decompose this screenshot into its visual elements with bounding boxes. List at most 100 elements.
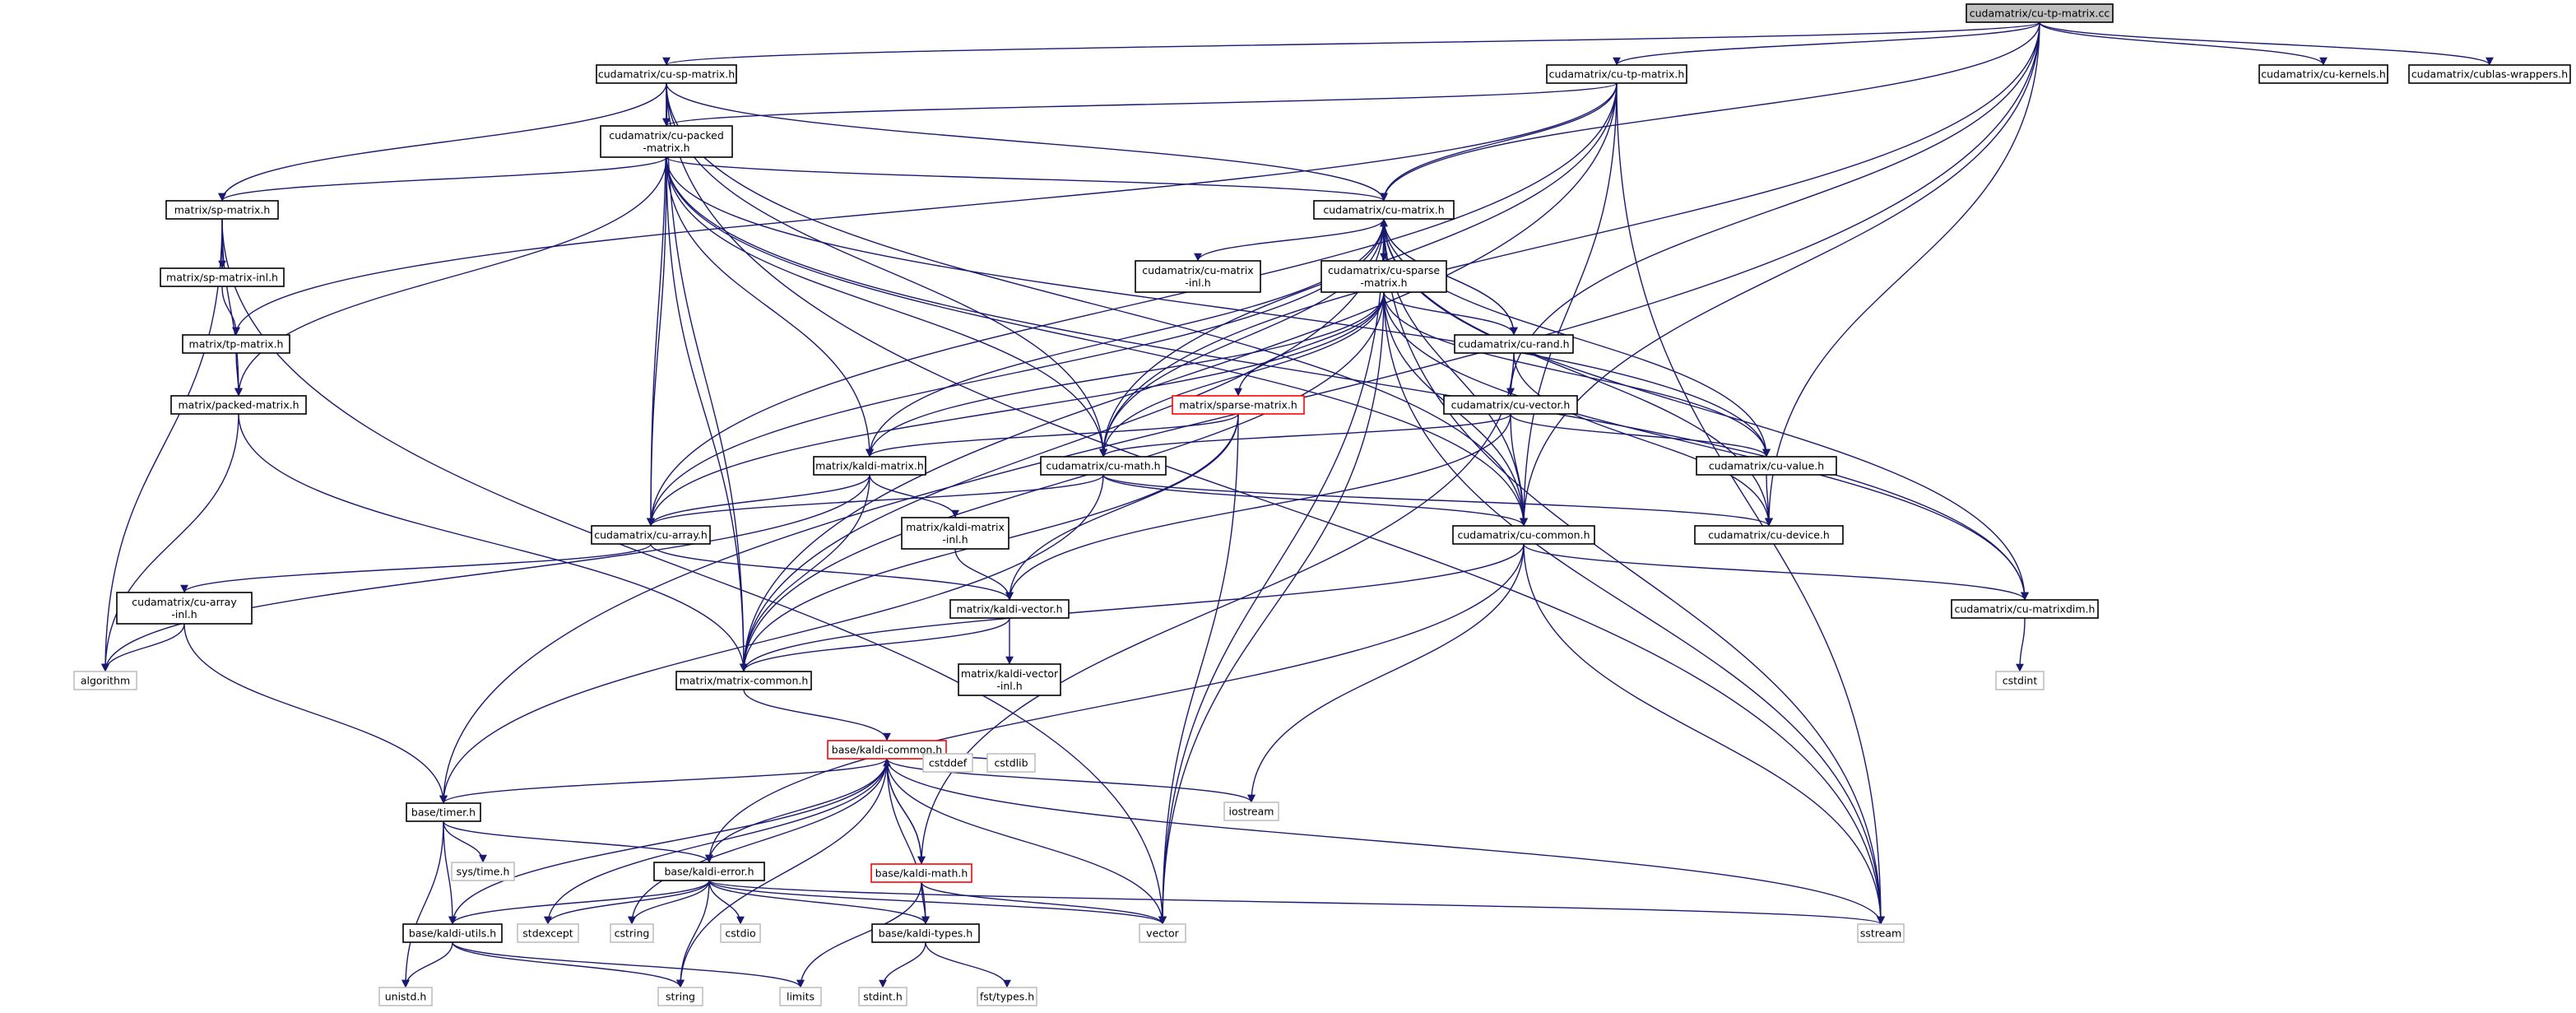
include-edge-cudamatrix-cu-matrixdim-h-to-cstdint — [2016, 617, 2026, 672]
graph-node-base-kaldi-utils-h[interactable]: base/kaldi-utils.h — [402, 923, 503, 943]
include-edge-cudamatrix-cu-sparse-matrix-h-to-sstream — [1383, 291, 1885, 925]
graph-node-cudamatrix-cu-vector-h[interactable]: cudamatrix/cu-vector.h — [1443, 395, 1578, 415]
graph-node-cudamatrix-cu-rand-h[interactable]: cudamatrix/cu-rand.h — [1454, 334, 1574, 354]
graph-node-box — [402, 923, 503, 943]
include-edge-base-timer-h-to-base-kaldi-error-h — [443, 820, 713, 863]
include-edge-base-kaldi-common-h-to-base-kaldi-error-h — [705, 758, 888, 863]
graph-node-box — [1951, 599, 2099, 619]
graph-node-cudamatrix-cu-array-h[interactable]: cudamatrix/cu-array.h — [591, 525, 711, 545]
graph-node-matrix-tp-matrix-h[interactable]: matrix/tp-matrix.h — [182, 334, 290, 354]
graph-node-label: base/kaldi-common.h — [832, 744, 942, 756]
include-edge-cudamatrix-cu-packed-matrix-h-to-matrix-sp-matrix-h — [218, 156, 667, 202]
graph-node-cudamatrix-cu-array-inl-h[interactable]: cudamatrix/cu-array-inl.h — [116, 592, 253, 625]
include-edge-cudamatrix-cu-tp-matrix-cc-to-cudamatrix-cu-sp-matrix-h — [662, 21, 2040, 66]
graph-node-label: matrix/sp-matrix.h — [174, 204, 271, 216]
graph-node-cudamatrix-cu-matrix-inl-h[interactable]: cudamatrix/cu-matrix-inl.h — [1135, 260, 1261, 293]
graph-node-base-kaldi-common-h[interactable]: base/kaldi-common.h — [827, 740, 947, 760]
graph-node-box — [675, 671, 812, 690]
include-edge-base-kaldi-error-h-to-cstring — [628, 880, 710, 925]
include-edge-base-kaldi-common-h-to-sstream — [886, 758, 1885, 925]
graph-node-matrix-packed-matrix-h[interactable]: matrix/packed-matrix.h — [170, 395, 307, 415]
include-edge-cudamatrix-cu-tp-matrix-cc-to-cudamatrix-cu-kernels-h — [2039, 21, 2328, 66]
graph-node-box — [922, 753, 973, 773]
include-edge-cudamatrix-cu-sp-matrix-h-to-sstream — [666, 82, 1885, 925]
graph-node-cudamatrix-cublas-wrappers-h[interactable]: cudamatrix/cublas-wrappers.h — [2408, 64, 2571, 84]
include-edge-cudamatrix-cu-packed-matrix-h-to-matrix-kaldi-matrix-h — [666, 156, 874, 458]
graph-node-cudamatrix-cu-device-h[interactable]: cudamatrix/cu-device.h — [1694, 525, 1844, 545]
graph-node-matrix-kaldi-vector-h[interactable]: matrix/kaldi-vector.h — [949, 599, 1070, 619]
graph-node-matrix-sp-matrix-inl-h[interactable]: matrix/sp-matrix-inl.h — [160, 267, 285, 287]
include-edge-cudamatrix-cu-tp-matrix-cc-to-cudamatrix-cu-matrix-h — [1380, 21, 2040, 202]
graph-node-label: matrix/tp-matrix.h — [189, 338, 284, 351]
graph-node-base-kaldi-types-h[interactable]: base/kaldi-types.h — [871, 923, 980, 943]
graph-node-label: -inl.h — [996, 680, 1022, 692]
graph-node-cudamatrix-cu-matrixdim-h[interactable]: cudamatrix/cu-matrixdim.h — [1951, 599, 2099, 619]
include-edge-matrix-sp-matrix-h-to-algorithm — [101, 218, 223, 672]
include-edge-matrix-packed-matrix-h-to-algorithm — [101, 413, 239, 672]
graph-node-base-kaldi-error-h[interactable]: base/kaldi-error.h — [653, 862, 765, 881]
graph-node-matrix-kaldi-matrix-inl-h[interactable]: matrix/kaldi-matrix-inl.h — [901, 517, 1010, 550]
graph-node-label: vector — [1146, 927, 1180, 940]
graph-node-stdexcept: stdexcept — [517, 923, 579, 943]
edge-layer — [101, 21, 2494, 988]
graph-node-matrix-kaldi-matrix-h[interactable]: matrix/kaldi-matrix.h — [813, 456, 926, 476]
include-edge-base-kaldi-math-h-to-base-kaldi-common-h — [883, 758, 922, 865]
include-edge-cudamatrix-cu-sparse-matrix-h-to-cudamatrix-cu-value-h — [1383, 291, 1771, 458]
include-edge-cudamatrix-cu-tp-matrix-h-to-matrix-tp-matrix-h — [232, 82, 1618, 336]
graph-node-matrix-sparse-matrix-h[interactable]: matrix/sparse-matrix.h — [1172, 395, 1305, 415]
include-edge-base-kaldi-types-h-to-fst-types-h — [925, 941, 1011, 988]
graph-node-limits: limits — [779, 987, 822, 1006]
graph-node-box — [858, 987, 907, 1006]
graph-node-label: cstdint — [2003, 675, 2038, 687]
include-edge-cudamatrix-cu-packed-matrix-h-to-cudamatrix-cu-array-h — [647, 156, 667, 527]
graph-node-box — [657, 987, 703, 1006]
graph-node-cudamatrix-cu-matrix-h[interactable]: cudamatrix/cu-matrix.h — [1313, 200, 1455, 220]
graph-node-base-kaldi-math-h[interactable]: base/kaldi-math.h — [870, 863, 972, 883]
graph-node-box — [949, 599, 1070, 619]
graph-node-cudamatrix-cu-sparse-matrix-h[interactable]: cudamatrix/cu-sparse-matrix.h — [1320, 260, 1447, 293]
graph-node-matrix-sp-matrix-h[interactable]: matrix/sp-matrix.h — [165, 200, 279, 220]
graph-node-cudamatrix-cu-common-h[interactable]: cudamatrix/cu-common.h — [1452, 525, 1595, 545]
include-edge-cudamatrix-cu-tp-matrix-cc-to-cudamatrix-cu-device-h — [1765, 21, 2040, 527]
graph-node-base-timer-h[interactable]: base/timer.h — [406, 802, 481, 822]
graph-node-box — [1443, 395, 1578, 415]
graph-node-vector: vector — [1139, 923, 1186, 943]
graph-node-label: unistd.h — [385, 991, 427, 1003]
include-edge-cudamatrix-cu-sparse-matrix-h-to-cudamatrix-cu-rand-h — [1383, 291, 1518, 336]
include-edge-cudamatrix-cu-matrix-h-to-cudamatrix-cu-matrix-inl-h — [1194, 218, 1385, 262]
graph-node-box — [779, 987, 822, 1006]
include-edge-cudamatrix-cu-math-h-to-cudamatrix-cu-common-h — [1102, 474, 1528, 527]
include-edge-cudamatrix-cu-packed-matrix-h-to-matrix-matrix-common-h — [666, 156, 748, 672]
graph-node-cudamatrix-cu-math-h[interactable]: cudamatrix/cu-math.h — [1040, 456, 1167, 476]
include-edge-cudamatrix-cu-matrix-h-to-matrix-kaldi-matrix-h — [866, 218, 1385, 458]
include-edge-cudamatrix-cu-sparse-matrix-h-to-cudamatrix-cu-array-h — [647, 291, 1385, 527]
node-layer: cudamatrix/cu-tp-matrix.cc cudamatrix/cu-… — [73, 3, 2571, 1006]
graph-node-cudamatrix-cu-tp-matrix-h[interactable]: cudamatrix/cu-tp-matrix.h — [1546, 64, 1687, 84]
graph-node-cudamatrix-cu-value-h[interactable]: cudamatrix/cu-value.h — [1696, 456, 1837, 476]
graph-node-box — [827, 740, 947, 760]
include-edge-cudamatrix-cu-math-h-to-cudamatrix-cu-device-h — [1102, 474, 1773, 527]
graph-node-label: base/kaldi-math.h — [875, 867, 968, 880]
include-edge-matrix-kaldi-matrix-h-to-matrix-kaldi-matrix-inl-h — [869, 474, 959, 518]
graph-node-box — [1995, 671, 2045, 690]
graph-node-matrix-kaldi-vector-inl-h[interactable]: matrix/kaldi-vector-inl.h — [958, 663, 1061, 696]
include-edge-cudamatrix-cu-array-inl-h-to-base-timer-h — [183, 623, 448, 804]
graph-node-cudamatrix-cu-sp-matrix-h[interactable]: cudamatrix/cu-sp-matrix.h — [596, 64, 737, 84]
include-edge-cudamatrix-cu-tp-matrix-h-to-cudamatrix-cu-common-h — [1520, 82, 1618, 527]
include-edge-matrix-tp-matrix-h-to-matrix-packed-matrix-h — [234, 352, 243, 397]
graph-node-cudamatrix-cu-tp-matrix-cc[interactable]: cudamatrix/cu-tp-matrix.cc — [1966, 3, 2114, 23]
graph-node-matrix-matrix-common-h[interactable]: matrix/matrix-common.h — [675, 671, 812, 690]
graph-node-label: matrix/sp-matrix-inl.h — [166, 272, 278, 284]
include-edge-cudamatrix-cu-sp-matrix-h-to-cudamatrix-cu-matrix-h — [666, 82, 1388, 202]
include-edge-cudamatrix-cu-vector-h-to-cudamatrix-cu-common-h — [1510, 413, 1528, 527]
include-edge-cudamatrix-cu-tp-matrix-h-to-sstream — [1616, 82, 1885, 925]
graph-node-label: base/kaldi-types.h — [879, 927, 972, 940]
graph-node-cudamatrix-cu-kernels-h[interactable]: cudamatrix/cu-kernels.h — [2258, 64, 2388, 84]
graph-node-cstring: cstring — [610, 923, 654, 943]
graph-node-cudamatrix-cu-packed-matrix-h[interactable]: cudamatrix/cu-packed-matrix.h — [600, 125, 733, 158]
graph-node-box — [165, 200, 279, 220]
include-edge-base-kaldi-utils-h-to-unistd-h — [401, 941, 453, 988]
graph-node-box — [1135, 260, 1261, 293]
graph-node-label: algorithm — [81, 675, 130, 687]
include-edge-cudamatrix-cu-rand-h-to-cudamatrix-cu-matrix-h — [1380, 218, 1515, 336]
